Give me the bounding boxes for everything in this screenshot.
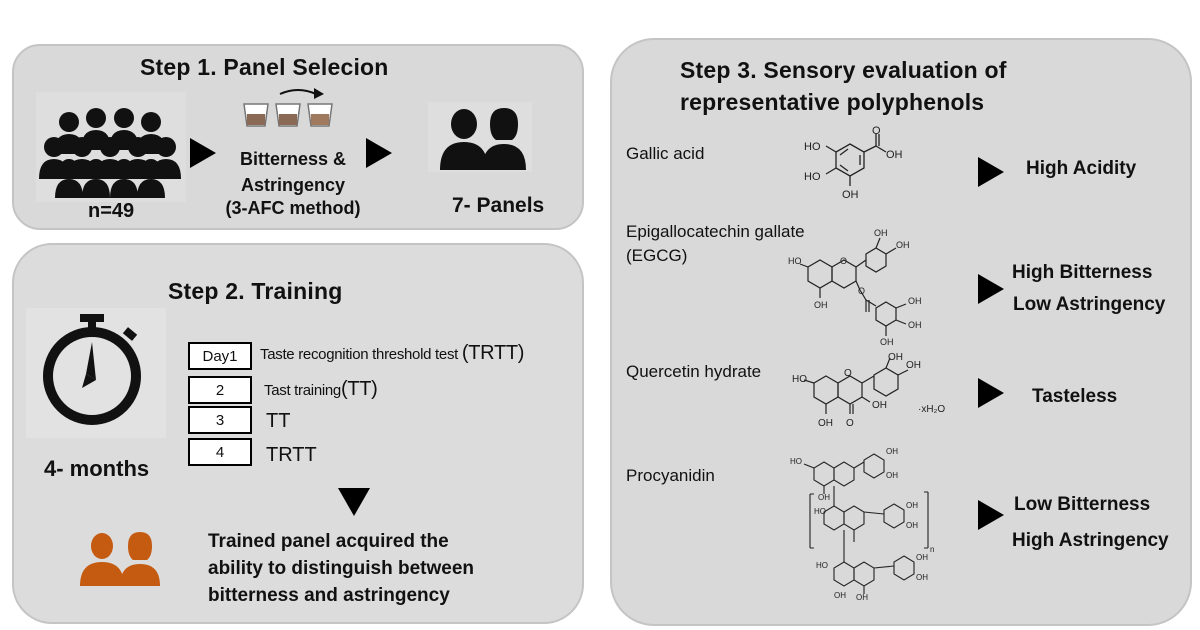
chem-atom-label: HO — [804, 141, 821, 153]
quercetin-structure: OH OH O HO OH O OH ·xH₂O — [792, 352, 945, 429]
schedule-day-box: 4 — [188, 438, 252, 466]
chem-atom-label: OH — [886, 149, 903, 161]
chem-atom-label: OH — [814, 300, 828, 310]
chem-atom-label: HO — [816, 561, 828, 570]
chem-atom-label: OH — [908, 296, 922, 306]
step3-panel — [610, 38, 1192, 626]
egcg-structure: OH OH O O HO OH OH OH OH — [788, 228, 922, 347]
activity-abbr: TRTT — [266, 444, 317, 466]
activity-text: Tast training — [264, 382, 341, 399]
chem-atom-label: OH — [906, 360, 921, 371]
chem-atom-label: O — [846, 418, 854, 429]
arrow-right-icon — [978, 274, 1004, 304]
activity-abbr: (TT) — [340, 378, 378, 400]
step1-title: Step 1. Panel Selecion — [140, 54, 389, 80]
panels-label: 7- Panels — [452, 194, 545, 217]
hydrate-label: ·xH₂O — [918, 404, 945, 415]
arrow-down-icon — [338, 488, 370, 516]
chem-atom-label: O — [844, 368, 852, 379]
chem-atom-label: OH — [880, 337, 894, 347]
chem-atom-label: OH — [906, 521, 918, 530]
chem-atom-label: OH — [842, 189, 859, 201]
training-outcome: Trained panel acquired the ability to di… — [208, 528, 474, 609]
compound-name: Gallic acid — [626, 144, 705, 163]
activity-abbr: TT — [266, 410, 291, 432]
arrow-right-icon — [366, 138, 392, 168]
chem-atom-label: OH — [874, 228, 888, 238]
stopwatch-icon — [26, 308, 166, 438]
compound-name: Quercetin hydrate — [626, 362, 762, 381]
outcome-line: Trained panel acquired the — [208, 531, 449, 552]
chem-atom-label: OH — [908, 320, 922, 330]
chem-atom-label: OH — [856, 593, 868, 602]
schedule-day-box: 3 — [188, 406, 252, 434]
chem-atom-label: OH — [886, 447, 898, 456]
chem-atom-label: HO — [788, 256, 802, 266]
chem-atom-label: OH — [886, 471, 898, 480]
chem-atom-label: OH — [906, 501, 918, 510]
chem-atom-label: OH — [834, 591, 846, 600]
tasting-cups-icon — [243, 88, 333, 127]
chem-atom-label: HO — [790, 457, 802, 466]
schedule-activity: TT — [266, 410, 290, 433]
chem-atom-label: HO — [792, 374, 807, 385]
chem-atom-label: HO — [814, 507, 826, 516]
sensory-result: High Acidity — [1026, 158, 1137, 179]
trained-panel-icon — [80, 532, 160, 586]
sensory-result: High Bitterness — [1012, 262, 1153, 283]
arrow-right-icon — [190, 138, 216, 168]
arrow-right-icon — [978, 500, 1004, 530]
arrow-right-icon — [978, 157, 1004, 187]
activity-text: Taste recognition threshold test — [260, 346, 462, 363]
sensory-result: Tasteless — [1032, 386, 1118, 407]
test-method-label: Bitterness & Astringency — [230, 146, 356, 198]
schedule-day-box: 2 — [188, 376, 252, 404]
panel-persons-icon — [428, 102, 532, 172]
step2-panel — [12, 243, 584, 624]
chem-atom-label: OH — [818, 493, 830, 502]
step3-title: Step 3. Sensory evaluation of representa… — [680, 54, 1007, 118]
schedule-activity: Taste recognition threshold test (TRTT) — [260, 342, 524, 365]
compound-name-line: Epigallocatechin gallate — [626, 222, 805, 241]
sensory-result: Low Bitterness — [1014, 494, 1151, 515]
activity-abbr: (TRTT) — [461, 342, 525, 364]
sensory-result: High Astringency — [1012, 530, 1169, 551]
chem-atom-label: OH — [896, 240, 910, 250]
compound-name: Procyanidin — [626, 466, 715, 485]
test-label-line2: Astringency — [240, 175, 346, 195]
step3-title-line: representative polyphenols — [680, 89, 985, 115]
schedule-day-box: Day1 — [188, 342, 252, 370]
procyanidin-structure: HO OH OH OH HO OH OH n HO OH OH OH OH — [790, 447, 934, 602]
chem-atom-label: OH — [916, 573, 928, 582]
sensory-result: Low Astringency — [1013, 294, 1166, 315]
arrow-right-icon — [978, 378, 1004, 408]
crowd-icon — [36, 92, 186, 202]
chem-atom-label: OH — [818, 418, 833, 429]
compound-name: Epigallocatechin gallate (EGCG) — [626, 220, 805, 268]
outcome-line: bitterness and astringency — [208, 585, 450, 606]
compound-name-line: (EGCG) — [626, 246, 688, 265]
chem-atom-label: OH — [916, 553, 928, 562]
gallic-acid-structure: O OH HO HO OH — [804, 125, 903, 201]
schedule-activity: Tast training(TT) — [264, 378, 378, 401]
step3-title-line: Step 3. Sensory evaluation of — [680, 57, 1007, 83]
chem-atom-label: O — [840, 256, 847, 266]
step2-title: Step 2. Training — [168, 278, 343, 304]
schedule-activity: TRTT — [266, 444, 317, 467]
chem-atom-label: HO — [804, 171, 821, 183]
duration-label: 4- months — [44, 456, 150, 481]
chem-atom-label: n — [930, 545, 934, 554]
test-label-line3: (3-AFC method) — [225, 198, 361, 218]
test-label-line1: Bitterness & — [239, 149, 347, 169]
outcome-line: ability to distinguish between — [208, 558, 475, 579]
chem-atom-label: O — [858, 286, 865, 296]
chem-atom-label: OH — [872, 400, 887, 411]
chem-atom-label: OH — [888, 352, 903, 363]
chem-atom-label: O — [872, 125, 881, 137]
n-label: n=49 — [88, 200, 135, 222]
